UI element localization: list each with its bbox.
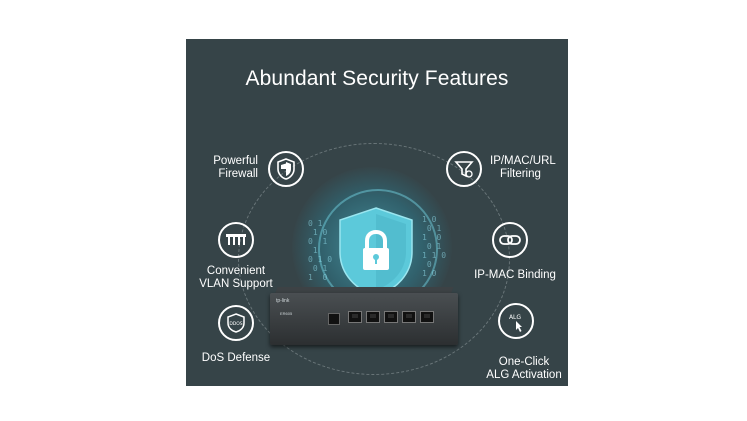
firewall-circle <box>268 151 304 187</box>
alg-circle: ALG <box>498 303 534 339</box>
ethernet-port <box>384 311 398 323</box>
binary-digits-left: 0 1 1 0 0 1 1 0 1 0 0 1 1 0 <box>308 219 333 282</box>
ethernet-port <box>402 311 416 323</box>
dashed-ring <box>238 143 510 375</box>
svg-text:DDOS: DDOS <box>229 321 242 327</box>
ethernet-port <box>348 311 362 323</box>
lock-shield-icon <box>339 207 413 297</box>
binary-digits-right: 1 0 0 1 1 0 0 1 1 1 0 0 1 0 <box>422 215 447 278</box>
feature-label-filtering: IP/MAC/URL Filtering <box>490 155 556 180</box>
shield-icon <box>277 158 295 180</box>
model-label: ER605 <box>280 311 293 316</box>
feature-label-vlan: Convenient VLAN Support <box>199 265 273 290</box>
feature-label-alg: One-Click ALG Activation <box>486 356 562 381</box>
ethernet-port <box>420 311 434 323</box>
svg-text:ALG: ALG <box>509 314 521 321</box>
feature-label-dos: DoS Defense <box>201 352 271 364</box>
sfp-port <box>328 313 340 325</box>
dos-circle: DDOS <box>218 305 254 341</box>
feature-label-firewall: Powerful Firewall <box>213 155 258 180</box>
ddos-shield-icon: DDOS <box>227 313 245 333</box>
router-device: tp-link ER605 <box>270 293 458 345</box>
feature-label-binding: IP-MAC Binding <box>474 269 556 281</box>
alg-click-icon: ALG <box>509 314 522 332</box>
link-icon <box>499 235 521 245</box>
network-icon <box>226 234 246 245</box>
brand-logo: tp-link <box>276 298 290 304</box>
filter-circle <box>446 151 482 187</box>
filter-icon <box>454 161 474 178</box>
ethernet-port <box>366 311 380 323</box>
security-features-panel: Abundant Security Features 0 1 1 0 0 1 1… <box>186 39 568 386</box>
binding-circle <box>492 222 528 258</box>
vlan-circle <box>218 222 254 258</box>
page-title: Abundant Security Features <box>245 67 509 90</box>
